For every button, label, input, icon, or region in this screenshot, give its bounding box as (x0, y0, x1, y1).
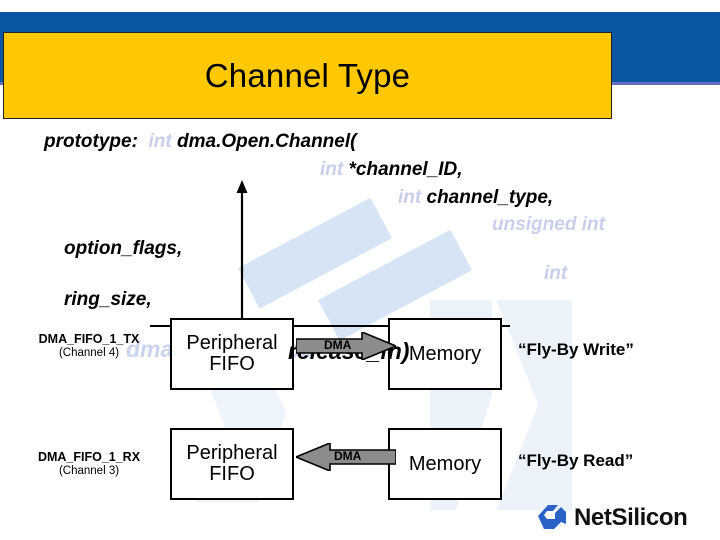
keyword-int-1: int (148, 131, 172, 152)
prototype-line-1: prototype: int dma.Open.Channel( (44, 131, 356, 153)
prototype-line-4: unsigned int (492, 214, 605, 235)
box-label: Peripheral FIFO (186, 442, 278, 485)
netsilicon-mark-icon (534, 500, 570, 535)
param-channel-id: *channel_ID, (348, 159, 463, 180)
box-label: Memory (408, 342, 482, 365)
dma-arrow-label: DMA (334, 449, 362, 463)
peripheral-fifo-box-rx: Peripheral FIFO (170, 428, 294, 500)
netsilicon-logo: NetSilicon (534, 500, 688, 535)
channel-name: DMA_FIFO_1_RX (37, 450, 141, 464)
up-arrow-connector (232, 180, 252, 330)
channel-number: (Channel 4) (58, 347, 120, 359)
title-box: Channel Type (3, 32, 612, 119)
function-name: dma.Open.Channel( (177, 131, 357, 152)
param-channel-type: channel_type, (426, 187, 554, 208)
prototype-line-6: int (544, 263, 568, 284)
prototype-line-3: int channel_type, (398, 187, 553, 209)
dma-arrow-label: DMA (324, 338, 352, 352)
page-title: Channel Type (204, 56, 411, 94)
channel-label-rx: DMA_FIFO_1_RX (Channel 3) (14, 450, 164, 477)
prototype-line-5: option_flags, (64, 238, 183, 259)
prototype-line-7: ring_size, (64, 289, 152, 310)
box-label: Memory (408, 452, 482, 475)
keyword-int-2: int (320, 159, 344, 180)
dma-arrow-right: DMA (295, 330, 399, 362)
peripheral-fifo-box-tx: Peripheral FIFO (170, 318, 294, 390)
prototype-line-2: int *channel_ID, (320, 159, 463, 181)
box-label: Peripheral FIFO (186, 332, 278, 375)
prototype-label: prototype: (44, 131, 138, 152)
netsilicon-wordmark: NetSilicon (574, 503, 688, 531)
keyword-int-3: int (398, 187, 422, 208)
channel-name: DMA_FIFO_1_TX (38, 332, 140, 346)
mode-label-read: “Fly-By Read” (518, 451, 634, 470)
channel-number: (Channel 3) (58, 465, 120, 477)
dma-arrow-left: DMA (293, 441, 397, 473)
memory-box-rx: Memory (388, 428, 502, 500)
channel-label-tx: DMA_FIFO_1_TX (Channel 4) (14, 332, 164, 359)
watermark-bar-a (238, 197, 393, 309)
mode-label-write: “Fly-By Write” (518, 340, 634, 359)
